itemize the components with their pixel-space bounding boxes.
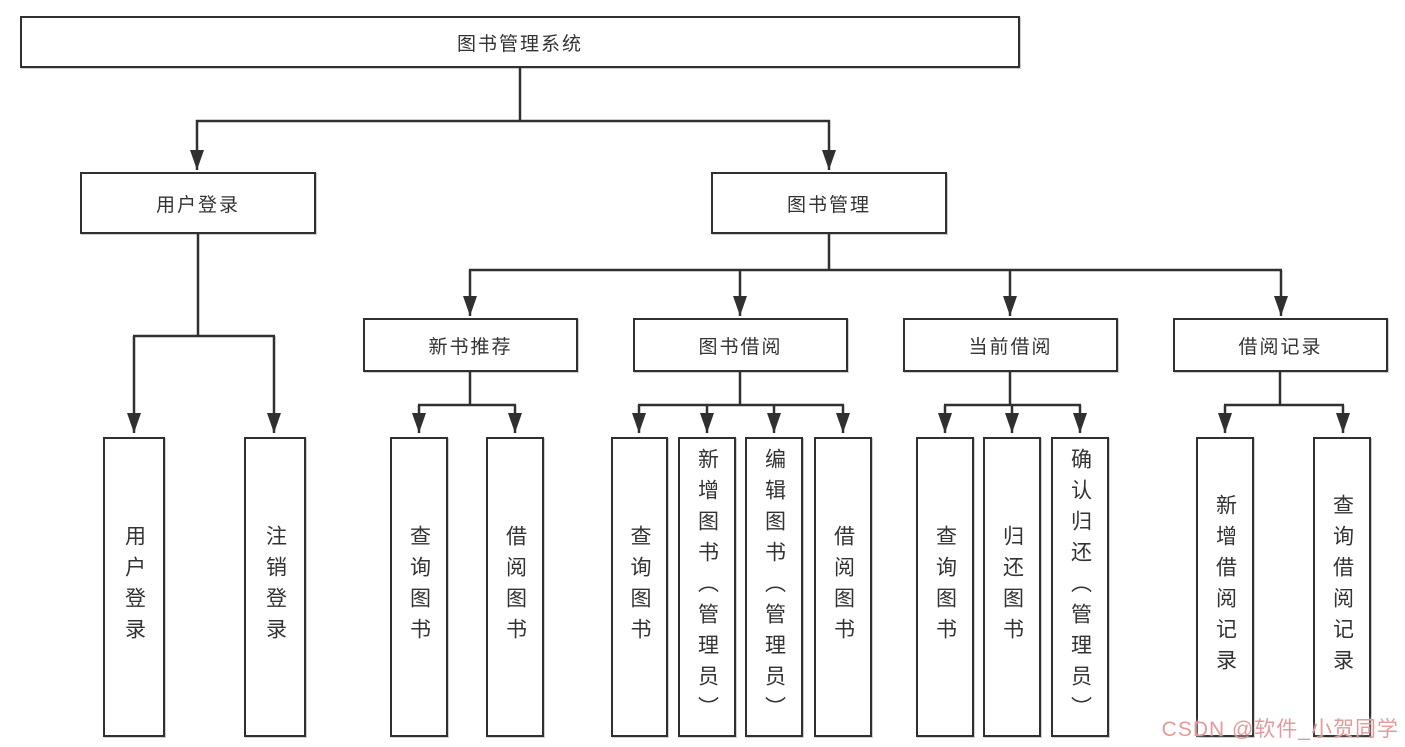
branch-borrowing-records: 借阅记录 [1173, 318, 1388, 372]
leaf-query-borrow-record: 查询借阅记录 [1313, 437, 1371, 737]
leaf-query-books-recommend-label: 查询图书 [407, 525, 431, 649]
root-node-label: 图书管理系统 [456, 33, 583, 55]
csdn-watermark: CSDN @软件_小贺同学 [1161, 718, 1399, 741]
leaf-query-books-recommend: 查询图书 [390, 437, 448, 737]
leaf-edit-book-admin-label: 编辑图书（管理员） [762, 447, 786, 727]
leaf-query-books-current-label: 查询图书 [933, 525, 957, 649]
leaf-add-borrow-record-label: 新增借阅记录 [1213, 494, 1237, 680]
branch-current-borrowing-label: 当前借阅 [968, 336, 1053, 358]
leaf-return-books: 归还图书 [983, 437, 1041, 737]
leaf-borrow-books: 借阅图书 [814, 437, 872, 737]
leaf-confirm-return-admin-label: 确认归还（管理员） [1068, 447, 1092, 727]
branch-book-borrowing: 图书借阅 [633, 318, 848, 372]
branch-book-management: 图书管理 [711, 172, 947, 234]
branch-current-borrowing: 当前借阅 [903, 318, 1118, 372]
leaf-user-login-label: 用户登录 [122, 525, 146, 649]
leaf-return-books-label: 归还图书 [1000, 525, 1024, 649]
leaf-add-book-admin: 新增图书（管理员） [678, 437, 736, 737]
leaf-edit-book-admin: 编辑图书（管理员） [745, 437, 803, 737]
leaf-confirm-return-admin: 确认归还（管理员） [1051, 437, 1109, 737]
root-node-library-system: 图书管理系统 [20, 16, 1020, 68]
leaf-query-borrow-record-label: 查询借阅记录 [1330, 494, 1354, 680]
leaf-borrow-books-recommend: 借阅图书 [486, 437, 544, 737]
leaf-query-books-current: 查询图书 [916, 437, 974, 737]
branch-new-book-recommend-label: 新书推荐 [428, 336, 513, 358]
branch-book-borrowing-label: 图书借阅 [698, 336, 783, 358]
branch-borrowing-records-label: 借阅记录 [1238, 336, 1323, 358]
leaf-add-book-admin-label: 新增图书（管理员） [695, 447, 719, 727]
leaf-borrow-books-recommend-label: 借阅图书 [503, 525, 527, 649]
leaf-logout-label: 注销登录 [263, 525, 287, 649]
branch-book-management-label: 图书管理 [786, 194, 871, 216]
leaf-logout: 注销登录 [244, 437, 306, 737]
leaf-user-login: 用户登录 [103, 437, 165, 737]
branch-user-login-label: 用户登录 [155, 194, 240, 216]
leaf-query-books-borrowing-label: 查询图书 [628, 525, 651, 649]
branch-user-login: 用户登录 [80, 172, 316, 234]
leaf-add-borrow-record: 新增借阅记录 [1196, 437, 1254, 737]
branch-new-book-recommend: 新书推荐 [363, 318, 578, 372]
leaf-borrow-books-label: 借阅图书 [831, 525, 855, 649]
leaf-query-books-borrowing: 查询图书 [611, 437, 668, 737]
